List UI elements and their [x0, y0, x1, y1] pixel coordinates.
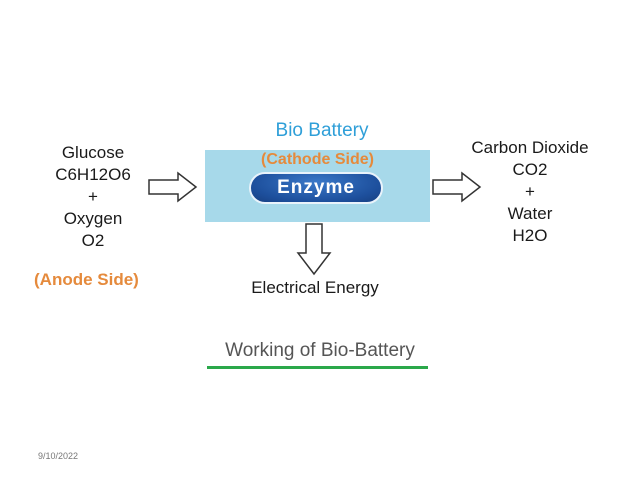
output-line-co2: CO2 — [512, 160, 548, 179]
bio-battery-title: Bio Battery — [275, 120, 369, 141]
diagram-caption: Working of Bio-Battery — [225, 340, 415, 361]
electrical-energy-label: Electrical Energy — [251, 278, 379, 297]
anode-side-label: (Anode Side) — [34, 270, 139, 289]
inputs-group: Glucose C6H12O6 + Oxygen O2 — [38, 142, 148, 252]
cathode-side-label: (Cathode Side) — [261, 151, 374, 168]
output-arrow-icon — [432, 171, 482, 203]
slide-date: 9/10/2022 — [38, 451, 79, 461]
output-line-water: Water — [507, 204, 553, 223]
input-line-glucose: Glucose — [61, 143, 125, 162]
output-line-carbon-dioxide: Carbon Dioxide — [471, 138, 589, 157]
input-line-plus: + — [88, 187, 98, 206]
enzyme-pill: Enzyme — [249, 172, 383, 204]
energy-arrow-icon — [296, 223, 332, 276]
input-line-oxygen: Oxygen — [63, 209, 123, 228]
outputs-group: Carbon Dioxide CO2 + Water H2O — [460, 137, 600, 247]
caption-underline — [207, 366, 428, 369]
output-line-h2o: H2O — [512, 226, 548, 245]
output-line-plus: + — [525, 182, 535, 201]
input-line-glucose-formula: C6H12O6 — [55, 165, 131, 184]
input-arrow-icon — [148, 171, 198, 203]
input-line-oxygen-formula: O2 — [81, 231, 105, 250]
